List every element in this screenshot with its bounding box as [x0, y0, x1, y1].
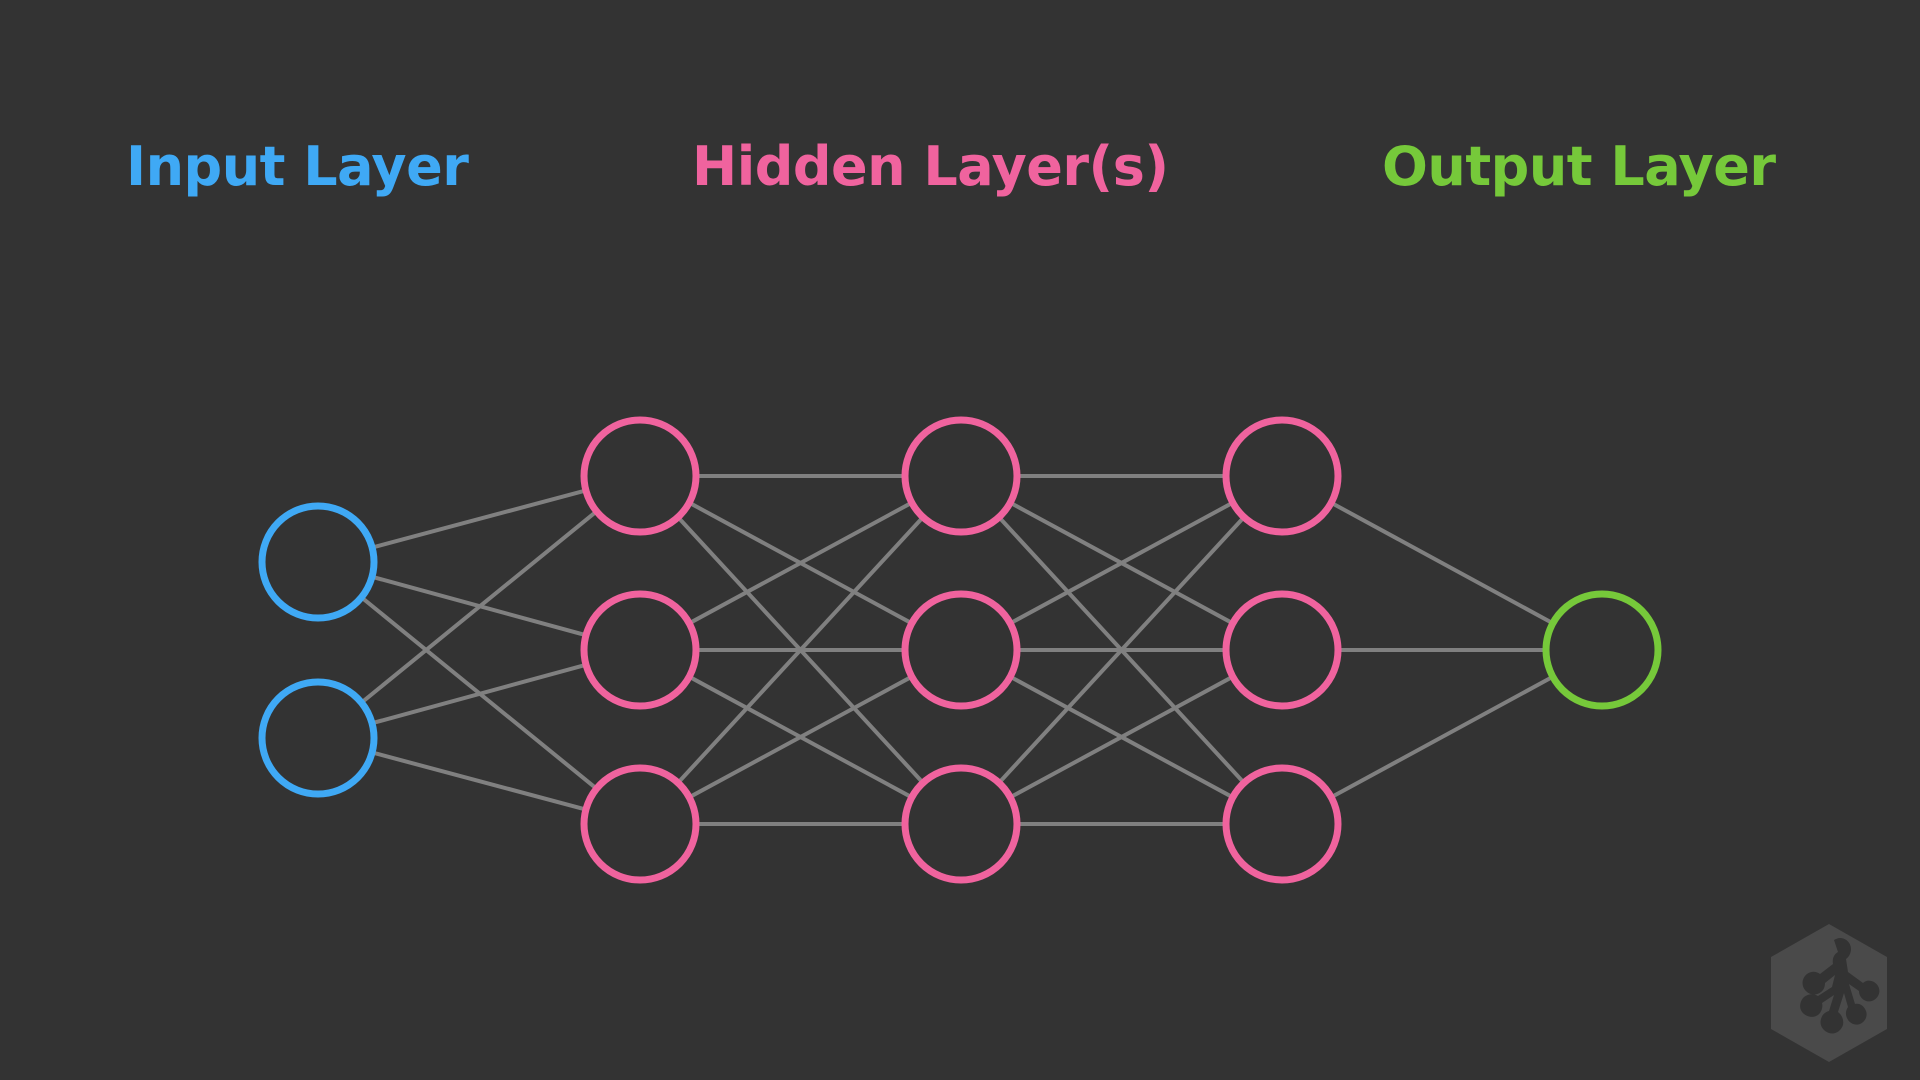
connection-line	[996, 515, 1247, 785]
neuron-node-h2_3[interactable]	[901, 764, 1021, 884]
neuron-node-i1[interactable]	[258, 502, 378, 622]
connection-line	[1008, 674, 1235, 800]
hidden-layer-label: Hidden Layer(s)	[692, 135, 1169, 198]
connection-line	[1329, 500, 1555, 626]
neuron-node-h2_2[interactable]	[901, 590, 1021, 710]
connection-line	[1329, 674, 1555, 800]
output-layer-label: Output Layer	[1382, 135, 1776, 198]
input-layer-label: Input Layer	[126, 135, 469, 198]
connection-line	[370, 662, 588, 726]
hexagon-neuron-logo-icon	[1771, 924, 1887, 1062]
neuron-node-h1_3[interactable]	[580, 764, 700, 884]
connection-line	[370, 488, 588, 550]
connection-line	[675, 515, 926, 785]
connection-line	[687, 500, 914, 626]
neuron-node-h3_1[interactable]	[1222, 416, 1342, 536]
neuron-node-h2_1[interactable]	[901, 416, 1021, 536]
neuron-node-h1_2[interactable]	[580, 590, 700, 710]
neuron-node-h3_2[interactable]	[1222, 590, 1342, 710]
neuron-node-h1_1[interactable]	[580, 416, 700, 536]
connections-group	[359, 474, 1555, 826]
neuron-node-h3_3[interactable]	[1222, 764, 1342, 884]
connection-line	[1008, 500, 1235, 626]
neuron-node-i2[interactable]	[258, 678, 378, 798]
neuron-node-o1[interactable]	[1542, 590, 1662, 710]
connection-line	[359, 509, 599, 705]
connection-line	[370, 750, 588, 812]
connection-line	[687, 674, 914, 800]
nodes-group	[258, 416, 1662, 884]
